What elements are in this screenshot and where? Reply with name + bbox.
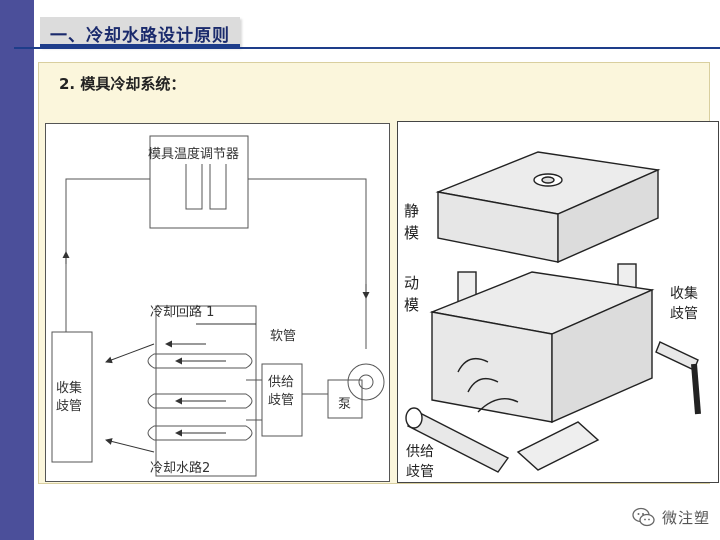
page-title: 一、冷却水路设计原则 [50, 26, 230, 46]
content-area: 2. 模具冷却系统： [38, 62, 719, 484]
section-subtitle: 2. 模具冷却系统： [59, 75, 186, 93]
label-right-collect-bottom: 歧管 [670, 306, 698, 322]
watermark-text: 微注塑 [661, 508, 710, 527]
label-collect-bottom: 歧管 [56, 399, 82, 414]
label-right-supply-bottom: 歧管 [406, 464, 434, 480]
temp-controller-box [149, 135, 249, 229]
supply-manifold [261, 363, 303, 437]
schematic-svg: 模具温度调节器 冷却回路 1 软管 收集 歧管 供给 歧管 泵 冷却水路2 [51, 135, 385, 477]
mold-block [155, 305, 257, 477]
cooling-schematic: 模具温度调节器 冷却回路 1 软管 收集 歧管 供给 歧管 泵 冷却水路2 [45, 123, 390, 482]
label-loop1: 冷却回路 1 [150, 304, 214, 320]
label-supply-top: 供给 [268, 375, 294, 390]
label-fixed-top: 静 [404, 202, 419, 220]
label-loop2: 冷却水路2 [150, 460, 210, 476]
left-sidebar-stripe [0, 0, 34, 540]
label-temp-controller: 模具温度调节器 [148, 146, 239, 162]
label-moving-top: 动 [404, 274, 419, 292]
label-right-collect-top: 收集 [670, 285, 698, 302]
pump-box [327, 379, 363, 419]
watermark: 微注塑 [632, 506, 710, 528]
mold-svg: 静 模 动 模 收集 歧管 供给 歧管 [404, 151, 701, 480]
mold-illustration: 静 模 动 模 收集 歧管 供给 歧管 [397, 121, 719, 483]
label-pump: 泵 [338, 397, 351, 412]
label-moving-bottom: 模 [404, 296, 419, 314]
title-underline [14, 47, 720, 49]
title-box: 一、冷却水路设计原则 [40, 17, 240, 47]
feed-line [248, 178, 367, 349]
return-line [65, 178, 150, 332]
label-right-supply-top: 供给 [406, 444, 434, 460]
label-hose: 软管 [270, 329, 296, 344]
collector-manifold [51, 331, 93, 463]
label-collect-top: 收集 [56, 380, 82, 396]
label-supply-bottom: 歧管 [268, 393, 294, 408]
wechat-icon [632, 507, 655, 527]
label-fixed-bottom: 模 [404, 224, 419, 242]
